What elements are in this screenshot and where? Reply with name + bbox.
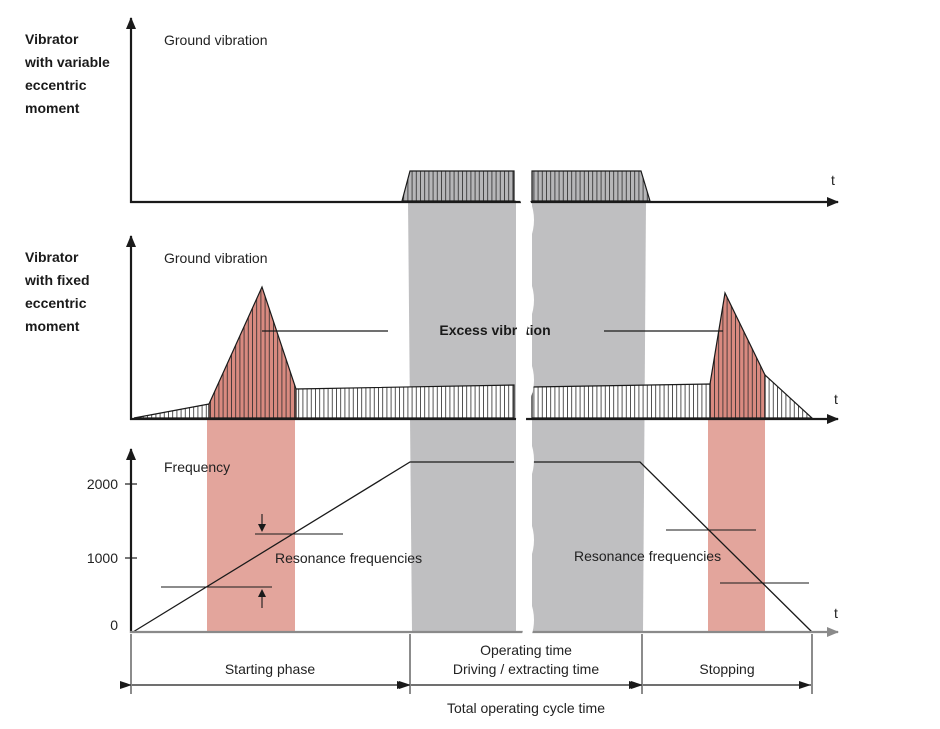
axis-t-label: t bbox=[831, 172, 835, 188]
frequency-curve-left bbox=[132, 461, 514, 633]
resonance-band-stop bbox=[708, 418, 765, 632]
ylabel-line-3: eccentric bbox=[25, 295, 87, 311]
resonance-band-start bbox=[207, 418, 295, 632]
vibration-block-right bbox=[531, 170, 651, 202]
panel-bottom: Frequency Resonance frequencies Resonanc… bbox=[87, 448, 839, 637]
arrow-up-icon bbox=[258, 589, 266, 597]
frequency-curve-right bbox=[532, 461, 813, 633]
startup-ramp bbox=[133, 403, 210, 419]
phase-dimensions: Starting phase Operating time Driving / … bbox=[120, 634, 813, 716]
series-label: Ground vibration bbox=[164, 32, 268, 48]
startup-resonance-peak bbox=[208, 285, 297, 419]
arrow-down-icon bbox=[258, 524, 266, 532]
series-label: Frequency bbox=[164, 459, 230, 475]
resonance-label-left: Resonance frequencies bbox=[275, 550, 422, 566]
total-cycle-label: Total operating cycle time bbox=[447, 700, 605, 716]
time-break bbox=[515, 160, 534, 640]
y-tick-label-1000: 1000 bbox=[87, 550, 118, 566]
ylabel-line-4: moment bbox=[25, 100, 80, 116]
phase-stopping-label: Stopping bbox=[699, 661, 754, 677]
ylabel-line-3: eccentric bbox=[25, 77, 87, 93]
ylabel-line-1: Vibrator bbox=[25, 31, 79, 47]
phase-operating-label-1: Operating time bbox=[480, 642, 572, 658]
y-tick-label-0: 0 bbox=[110, 617, 118, 633]
phase-starting-label: Starting phase bbox=[225, 661, 315, 677]
operating-level-right bbox=[531, 383, 711, 419]
ylabel-line-2: with variable bbox=[24, 54, 110, 70]
ylabel-line-2: with fixed bbox=[24, 272, 90, 288]
stopping-decay bbox=[764, 373, 814, 419]
panel-top: Vibrator with variable eccentric moment … bbox=[24, 17, 839, 207]
operating-level-left bbox=[295, 384, 515, 419]
vibration-block-left bbox=[401, 170, 515, 202]
break-gap bbox=[515, 160, 534, 640]
resonance-label-right: Resonance frequencies bbox=[574, 548, 721, 564]
stopping-resonance-peak bbox=[709, 291, 766, 419]
axis-t-label: t bbox=[834, 391, 838, 407]
excess-vibration-label: Excess vibration bbox=[439, 322, 550, 338]
series-label: Ground vibration bbox=[164, 250, 268, 266]
axis-t-label: t bbox=[834, 605, 838, 621]
y-tick-label-2000: 2000 bbox=[87, 476, 118, 492]
ylabel-line-4: moment bbox=[25, 318, 80, 334]
phase-operating-label-2: Driving / extracting time bbox=[453, 661, 599, 677]
ylabel-line-1: Vibrator bbox=[25, 249, 79, 265]
panel-middle: Vibrator with fixed eccentric moment Gro… bbox=[24, 235, 839, 424]
